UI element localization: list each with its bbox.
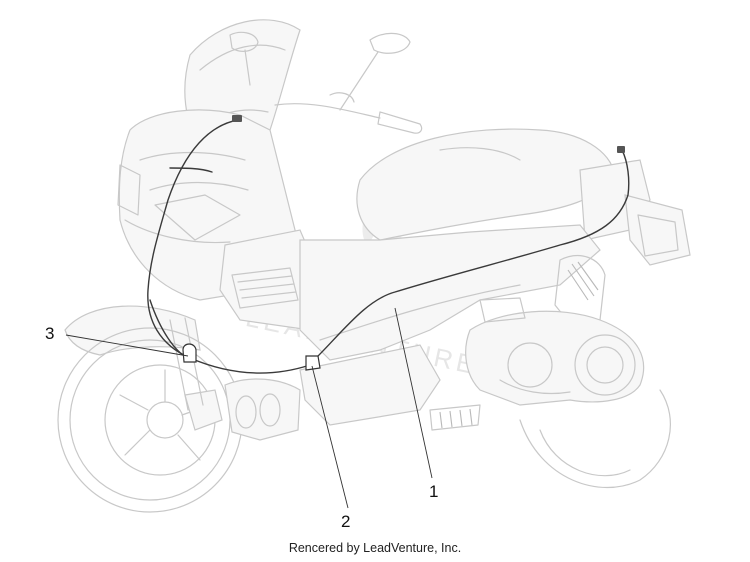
leader-line-2 bbox=[311, 365, 349, 509]
leader-line-1 bbox=[394, 307, 433, 479]
cable-end-fitting-upper bbox=[232, 115, 242, 122]
cable-clip-2 bbox=[305, 355, 321, 371]
callout-number-1: 1 bbox=[429, 482, 438, 501]
cable-assembly bbox=[147, 115, 630, 374]
cable-clip-3 bbox=[182, 343, 197, 363]
scooter-outline-illustration bbox=[57, 19, 691, 513]
callout-labels: 1 2 3 bbox=[45, 324, 438, 531]
cable-end-fitting-rear bbox=[617, 146, 625, 153]
footer-credit: Rencered by LeadVenture, Inc. bbox=[288, 541, 462, 555]
callout-number-3: 3 bbox=[45, 324, 54, 343]
callout-number-2: 2 bbox=[341, 512, 350, 531]
leader-lines bbox=[65, 307, 433, 509]
leader-line-3 bbox=[65, 334, 189, 357]
